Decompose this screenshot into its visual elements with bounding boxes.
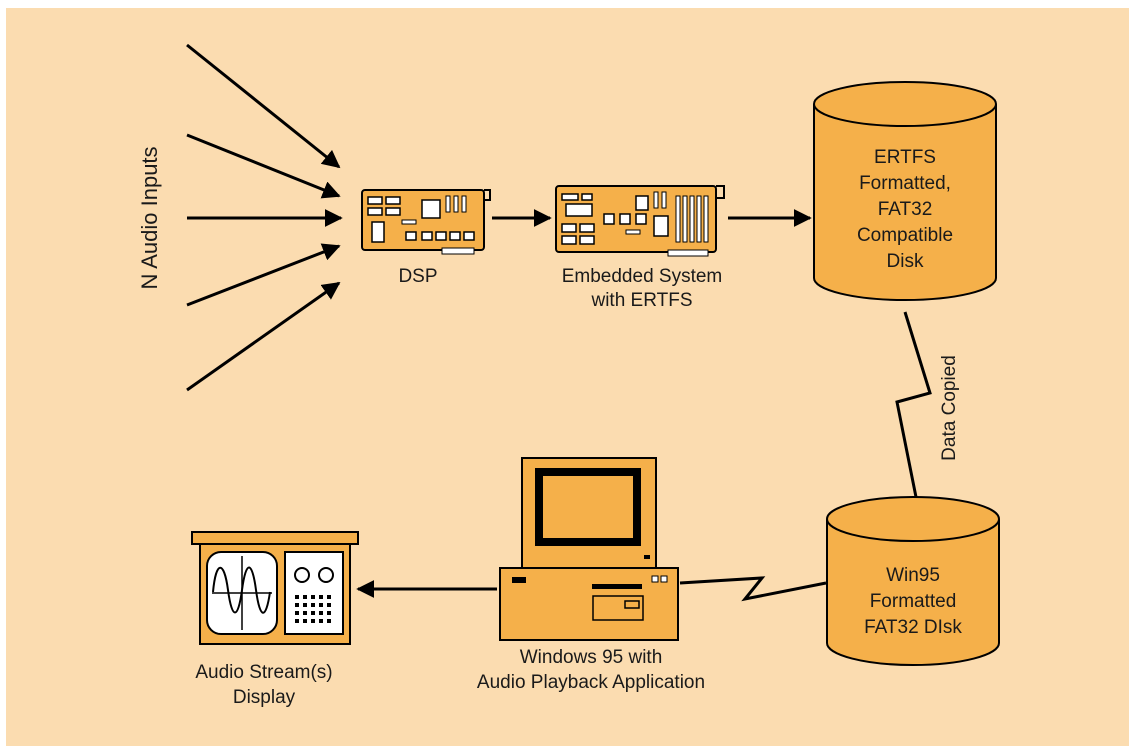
embedded-label-line2: with ERTFS: [590, 290, 692, 311]
display-label-line1: Audio Stream(s): [195, 662, 332, 683]
embedded-card-icon: [555, 185, 725, 257]
embedded-label-line1: Embedded System: [562, 266, 723, 287]
win95-disk-icon: [826, 496, 1000, 666]
ertfs-disk-label-line2: Formatted,: [859, 173, 951, 194]
input-arrows: [186, 43, 343, 392]
ertfs-disk-label-line1: ERTFS: [874, 147, 936, 168]
pc-label-line1: Windows 95 with: [520, 647, 663, 668]
audio-inputs-label: N Audio Inputs: [137, 146, 162, 289]
win95-disk-label-line2: Formatted: [870, 591, 957, 612]
ertfs-disk-icon: [813, 81, 997, 301]
data-copied-link: [895, 311, 932, 498]
ertfs-disk-label-line4: Compatible: [857, 225, 953, 246]
input-arrow: [186, 43, 341, 169]
dsp-card-icon: [361, 189, 491, 255]
input-arrow: [186, 243, 341, 307]
win95-disk-label-line1: Win95: [886, 565, 940, 586]
ertfs-disk-label-line5: Disk: [887, 251, 924, 272]
data-copied-label: Data Copied: [939, 355, 960, 461]
dsp-label: DSP: [398, 266, 437, 287]
win95-disk-label-line3: FAT32 DIsk: [864, 617, 962, 638]
pc-label-line2: Audio Playback Application: [477, 672, 705, 693]
display-label-line2: Display: [233, 687, 296, 708]
input-arrow: [186, 281, 341, 392]
ertfs-disk-label-line3: FAT32: [878, 199, 933, 220]
pc-icon: [499, 457, 679, 641]
disk-to-pc-link: [679, 576, 827, 602]
audio-display-icon: [191, 531, 359, 645]
input-arrow: [186, 133, 341, 199]
